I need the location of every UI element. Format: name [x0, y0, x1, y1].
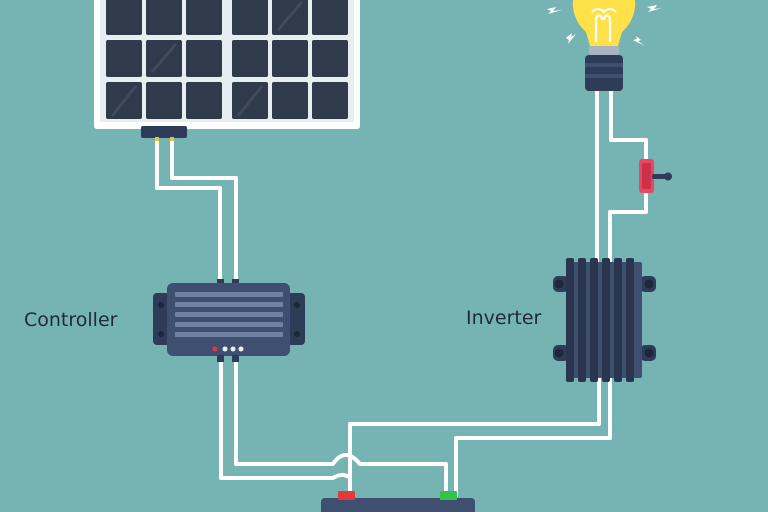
toggle-switch-icon	[639, 159, 672, 193]
inverter-icon	[553, 258, 656, 382]
battery-terminal-negative	[338, 491, 355, 500]
light-bulb-icon	[547, 0, 662, 91]
wire-panel-to-controller-b	[170, 136, 238, 285]
solar-panel-icon	[94, 0, 360, 141]
bulb-glow-sparks	[547, 5, 662, 46]
battery-icon	[321, 491, 475, 512]
controller-label: Controller	[24, 309, 118, 331]
wire-inverter-to-battery-b	[454, 376, 612, 498]
inverter-fins	[566, 258, 634, 382]
controller-vents	[175, 292, 283, 337]
battery-terminal-positive	[440, 491, 457, 500]
charge-controller-icon	[153, 279, 305, 362]
controller-led-1	[222, 346, 228, 352]
solar-panel-junction-box	[141, 126, 187, 138]
wire-switch-to-bulb	[609, 90, 648, 164]
controller-led-red	[212, 346, 218, 352]
wire-panel-to-controller-a	[155, 136, 222, 285]
wire-inverter-to-battery-a	[348, 376, 601, 498]
controller-led-3	[238, 346, 244, 352]
solar-panel-glare	[110, 1, 304, 117]
wire-controller-to-battery-a	[219, 358, 352, 498]
inverter-label: Inverter	[466, 307, 542, 329]
controller-led-2	[230, 346, 236, 352]
wire-controller-to-battery-b	[234, 358, 448, 498]
wire-inverter-to-switch	[608, 188, 648, 264]
wires	[155, 90, 648, 498]
